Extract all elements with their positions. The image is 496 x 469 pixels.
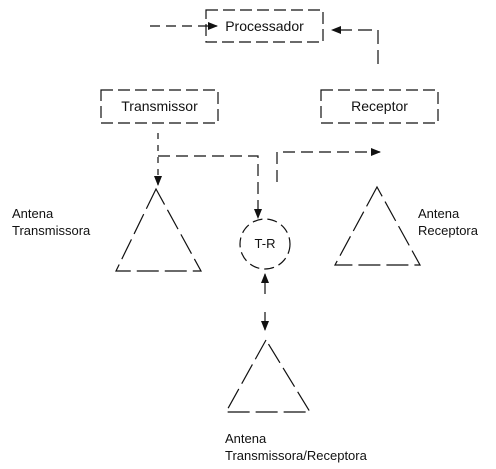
transmit-antenna-label: Antena Transmissora: [12, 205, 90, 239]
shared-antenna-label-line2: Transmissora/Receptora: [225, 448, 367, 463]
receive-antenna-label-line2: Receptora: [418, 223, 478, 238]
tr-switch-circle: [239, 218, 291, 270]
processor-label: Processador: [225, 18, 304, 34]
transmitter-box: [100, 89, 219, 124]
transmit-antenna-triangle: [115, 187, 203, 272]
tx-to-tr-line: [158, 155, 262, 219]
receive-antenna-label: Antena Receptora: [418, 205, 478, 239]
receive-antenna-label-line1: Antena: [418, 206, 460, 221]
shared-antenna-label-line1: Antena: [225, 431, 267, 446]
tr-switch-label: T-R: [254, 236, 276, 251]
receiver-label: Receptor: [351, 98, 408, 114]
shared-antenna-triangle: [224, 338, 312, 413]
receive-antenna-triangle: [333, 185, 422, 266]
tr-to-receiver-line: [276, 148, 381, 182]
transmitter-label: Transmissor: [121, 98, 198, 114]
arrow-receiver-to-processor: [331, 26, 379, 64]
shared-antenna-label: Antena Transmissora/Receptora: [225, 430, 367, 464]
transmit-antenna-label-line2: Transmissora: [12, 223, 91, 238]
transmit-antenna-label-line1: Antena: [12, 206, 54, 221]
receiver-box: [320, 89, 439, 124]
